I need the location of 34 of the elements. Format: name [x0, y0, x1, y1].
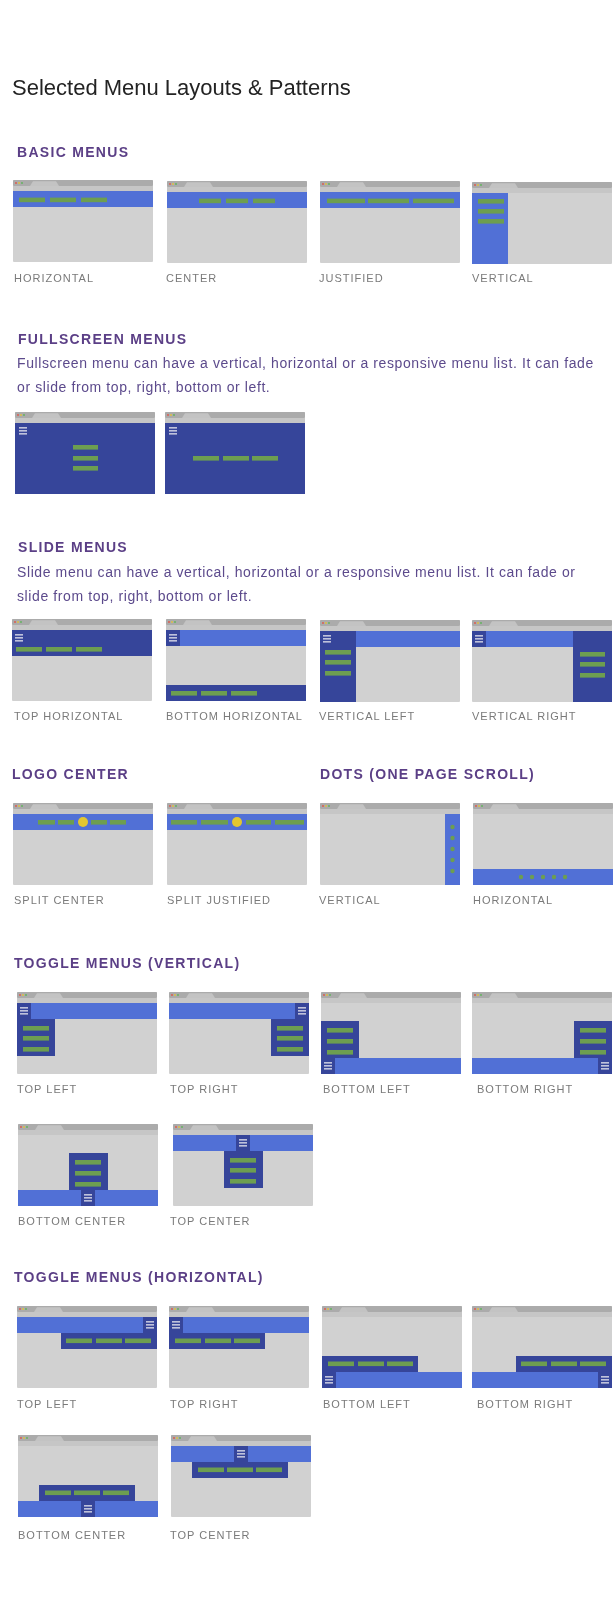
layout-caption: TOP CENTER [170, 1528, 251, 1542]
layout-caption: HORIZONTAL [14, 271, 95, 285]
layout-caption: BOTTOM LEFT [323, 1397, 411, 1411]
layout-caption: SPLIT CENTER [14, 893, 105, 907]
layout-caption: TOP RIGHT [170, 1082, 239, 1096]
layout-caption: BOTTOM CENTER [18, 1214, 127, 1228]
layout-caption: VERTICAL [472, 271, 534, 285]
layout-caption: SPLIT JUSTIFIED [167, 893, 272, 907]
layout-caption: TOP LEFT [17, 1082, 78, 1096]
layout-caption: HORIZONTAL [473, 893, 554, 907]
layout-caption: VERTICAL [319, 893, 381, 907]
section-heading: TOGGLE MENUS (VERTICAL) [14, 955, 241, 972]
layout-caption: TOP CENTER [170, 1214, 251, 1228]
layout-caption: TOP HORIZONTAL [14, 709, 124, 723]
section-heading: DOTS (ONE PAGE SCROLL) [320, 766, 535, 783]
section-heading: SLIDE MENUS [18, 539, 128, 556]
description-text: Slide menu can have a vertical, horizontal or a responsive menu list. It can fade or slide from top, right, bottom or left. [17, 563, 577, 606]
layout-caption: BOTTOM HORIZONTAL [166, 709, 303, 723]
layout-caption: BOTTOM LEFT [323, 1082, 411, 1096]
layout-caption: VERTICAL LEFT [319, 709, 416, 723]
section-heading: FULLSCREEN MENUS [18, 331, 188, 348]
section-heading: LOGO CENTER [12, 766, 129, 783]
layout-caption: BOTTOM CENTER [18, 1528, 127, 1542]
layout-caption: BOTTOM RIGHT [477, 1082, 574, 1096]
layout-caption: VERTICAL RIGHT [472, 709, 577, 723]
page-title: Selected Menu Layouts & Patterns [12, 75, 351, 101]
layout-caption: TOP RIGHT [170, 1397, 239, 1411]
layout-caption: CENTER [166, 271, 218, 285]
section-heading: BASIC MENUS [17, 144, 130, 161]
layout-caption: JUSTIFIED [319, 271, 384, 285]
layout-caption: TOP LEFT [17, 1397, 78, 1411]
layout-caption: BOTTOM RIGHT [477, 1397, 574, 1411]
description-text: Fullscreen menu can have a vertical, horizontal or a responsive menu list. It can fade or slide from top, right, bottom or left. [17, 354, 595, 397]
section-heading: TOGGLE MENUS (HORIZONTAL) [14, 1269, 264, 1286]
